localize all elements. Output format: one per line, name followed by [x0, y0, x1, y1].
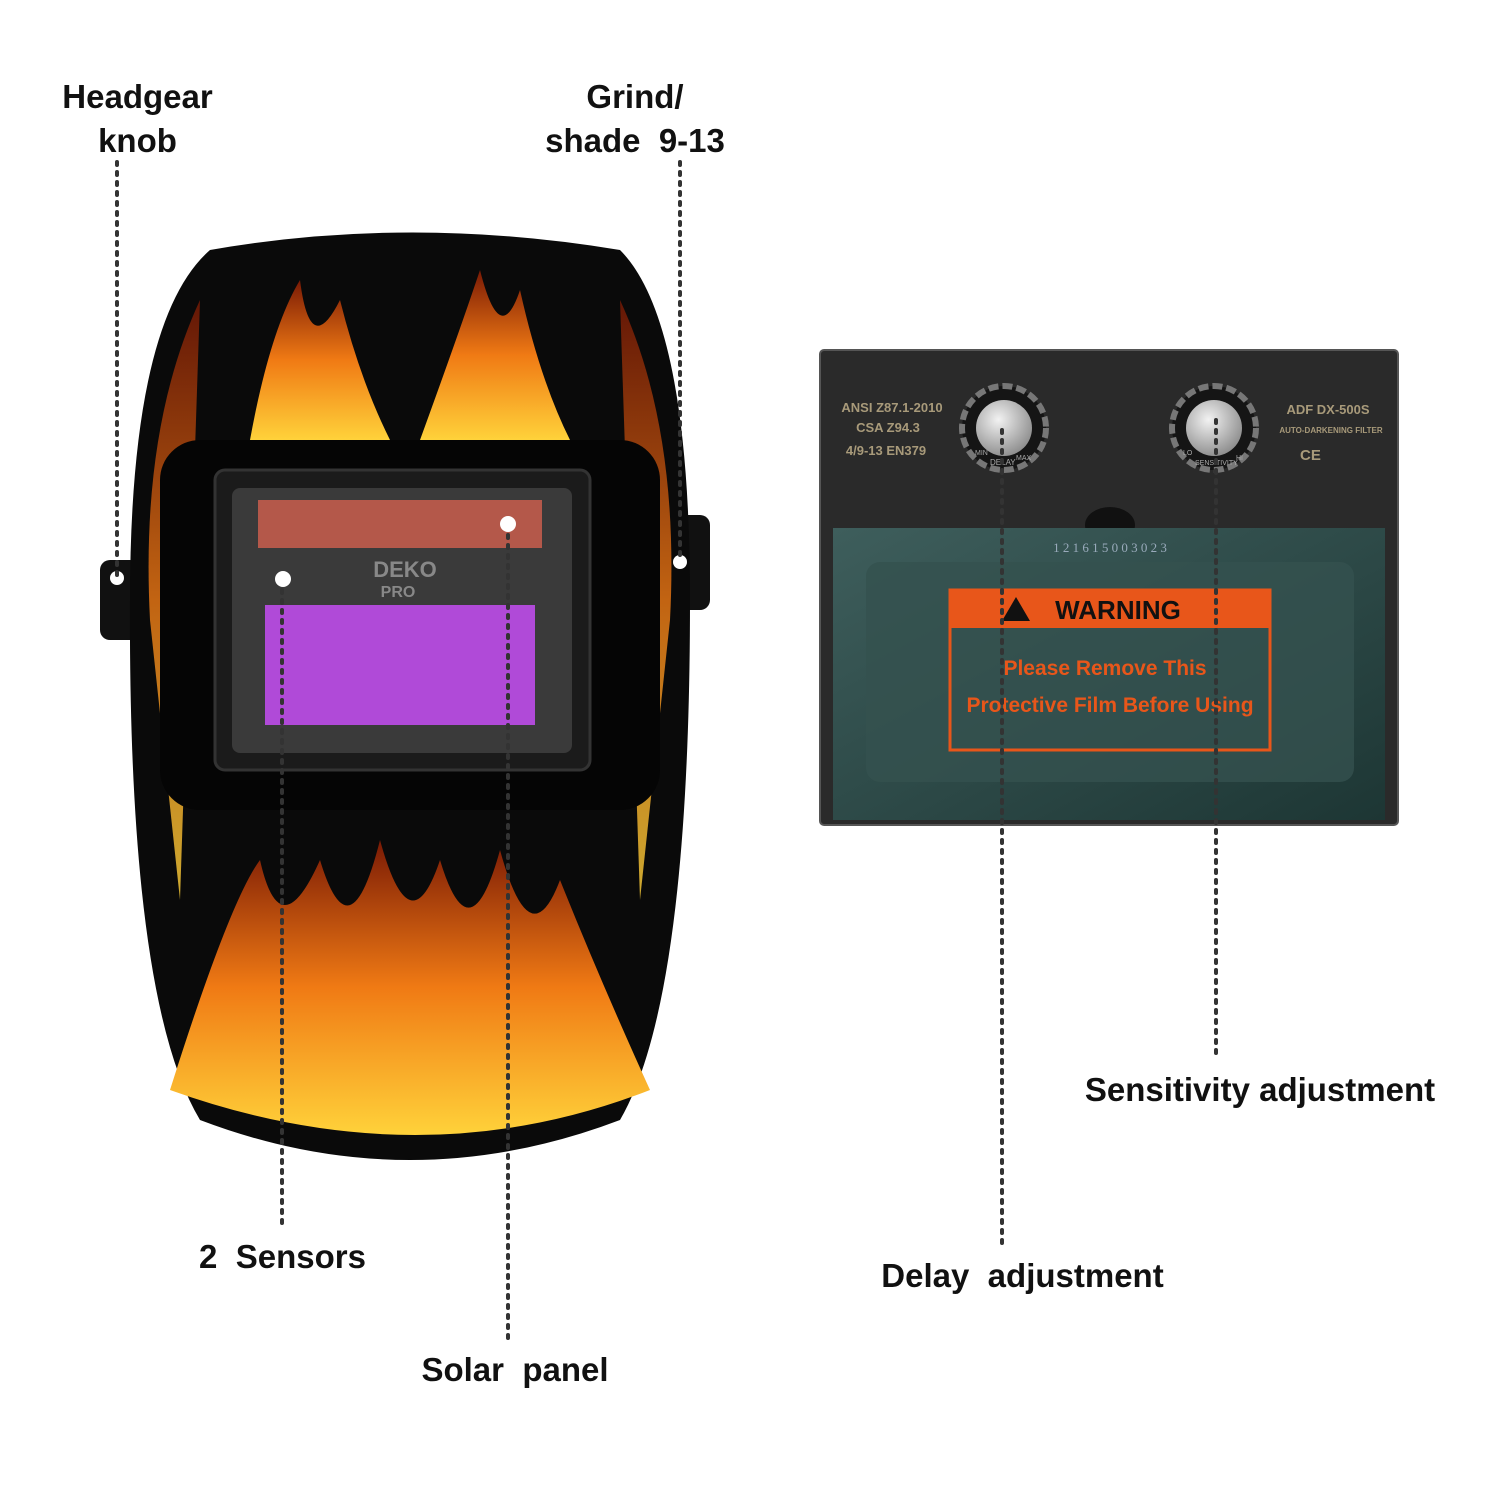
flame-decal-bottom: [170, 840, 650, 1135]
brand-logo: DEKO: [373, 557, 437, 582]
label-sensitivity-adjustment: Sensitivity adjustment: [1084, 1071, 1436, 1108]
delay-knob[interactable]: MIN DELAY MAX: [959, 383, 1049, 473]
svg-text:MIN: MIN: [975, 450, 988, 457]
purple-lens: [265, 605, 535, 725]
ce-mark: CE: [1300, 447, 1321, 464]
brand-sub-logo: PRO: [381, 584, 416, 601]
label-sensors: 2 Sensors: [199, 1238, 366, 1275]
label-solar-panel: Solar panel: [421, 1351, 609, 1388]
flame-decal-top-left: [250, 280, 390, 440]
sensor-left: [275, 571, 291, 587]
leader-lines: [115, 160, 1218, 1347]
sensitivity-knob[interactable]: LO SENSITIVITY HI: [1169, 383, 1259, 473]
label-delay-adjustment: Delay adjustment: [881, 1257, 1164, 1294]
svg-text:MAX: MAX: [1016, 455, 1032, 462]
filter-model: ADF DX-500S: [1286, 402, 1369, 417]
svg-text:HI: HI: [1236, 455, 1243, 462]
standard-en: 4/9-13 EN379: [846, 443, 926, 458]
warning-line-2: Protective Film Before Using: [966, 694, 1253, 717]
standard-ansi: ANSI Z87.1-2010: [841, 400, 942, 415]
flame-decal-top-right: [420, 270, 570, 440]
sensor-right: [500, 516, 516, 532]
auto-darkening-filter: ANSI Z87.1-2010 CSA Z94.3 4/9-13 EN379 A…: [819, 349, 1399, 826]
warning-title: WARNING: [1055, 595, 1181, 625]
solar-panel: [258, 500, 542, 548]
standard-csa: CSA Z94.3: [856, 420, 920, 435]
filter-model-sub: AUTO-DARKENING FILTER: [1279, 426, 1382, 435]
serial-number: 1 2 1 6 1 5 0 0 3 0 2 3: [1053, 540, 1167, 555]
svg-text:LO: LO: [1183, 450, 1193, 457]
welding-helmet: DEKO PRO: [100, 232, 710, 1160]
label-grind-shade: Grind/shade 9-13: [545, 78, 725, 159]
warning-line-1: Please Remove This: [1003, 657, 1206, 680]
